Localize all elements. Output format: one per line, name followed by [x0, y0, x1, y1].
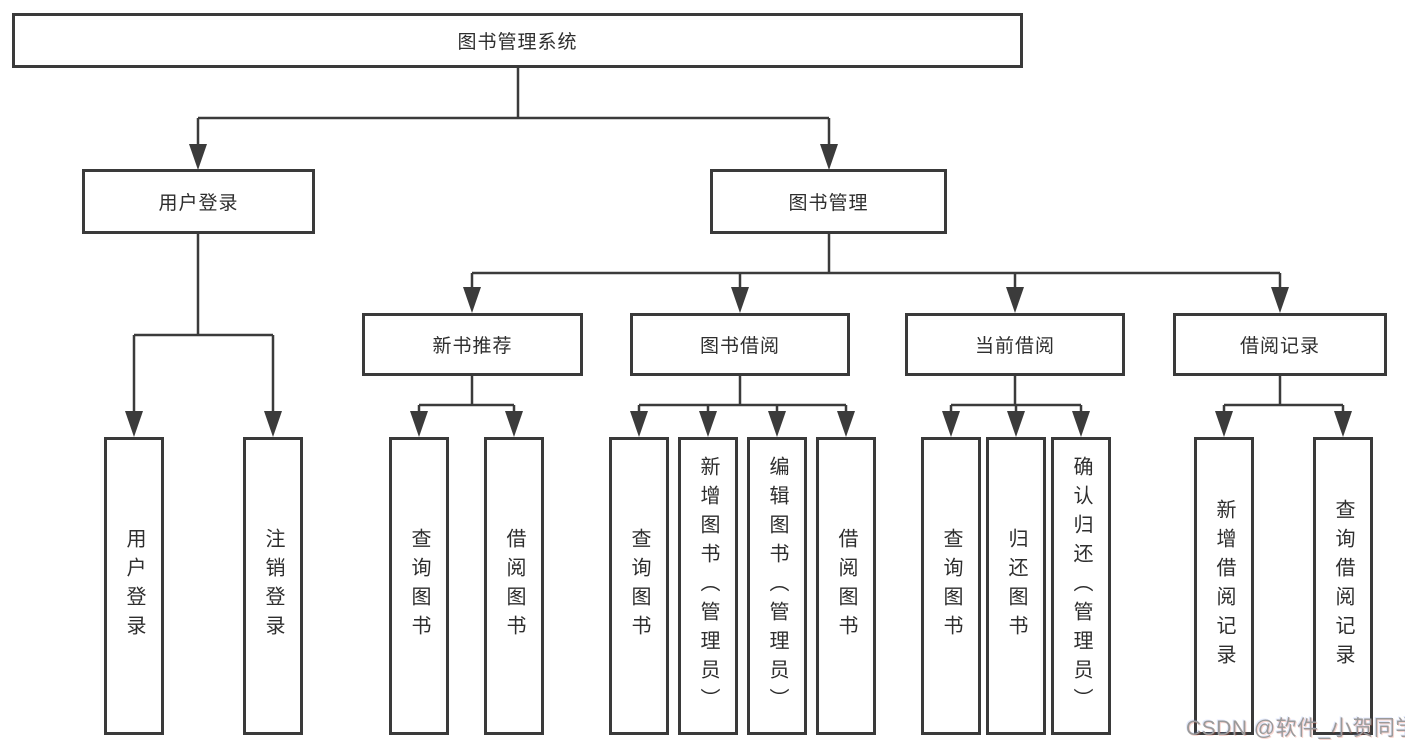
leaf-label: 查询图书	[940, 528, 962, 644]
csdn-watermark: CSDN @软件_小贺同学	[1186, 717, 1405, 740]
leaf-add-book-admin: 新增图书（管理员）	[678, 437, 738, 735]
leaf-label: 查询图书	[628, 528, 650, 644]
node-user-login: 用户登录	[82, 169, 315, 234]
leaf-label: 编辑图书（管理员）	[766, 455, 788, 717]
leaf-query-books-recommend: 查询图书	[389, 437, 449, 735]
leaf-query-books-current: 查询图书	[921, 437, 981, 735]
leaf-query-books-borrowing: 查询图书	[609, 437, 669, 735]
leaf-label: 查询图书	[408, 528, 430, 644]
leaf-label: 注销登录	[262, 528, 284, 644]
leaf-confirm-return-admin: 确认归还（管理员）	[1051, 437, 1111, 735]
leaf-label: 借阅图书	[503, 528, 525, 644]
node-borrowing-records: 借阅记录	[1173, 313, 1387, 376]
leaf-return-book: 归还图书	[986, 437, 1046, 735]
leaf-label: 用户登录	[123, 528, 145, 644]
node-book-borrowing: 图书借阅	[630, 313, 850, 376]
node-new-book-recommend: 新书推荐	[362, 313, 583, 376]
leaf-label: 查询借阅记录	[1332, 499, 1354, 673]
leaf-edit-book-admin: 编辑图书（管理员）	[747, 437, 807, 735]
leaf-query-borrow-record: 查询借阅记录	[1313, 437, 1373, 735]
leaf-label: 确认归还（管理员）	[1070, 455, 1092, 717]
leaf-label: 新增借阅记录	[1213, 499, 1235, 673]
leaf-label: 借阅图书	[835, 528, 857, 644]
leaf-user-login: 用户登录	[104, 437, 164, 735]
node-book-management: 图书管理	[710, 169, 947, 234]
node-root: 图书管理系统	[12, 13, 1023, 68]
leaf-label: 新增图书（管理员）	[697, 455, 719, 717]
leaf-borrow-books: 借阅图书	[816, 437, 876, 735]
leaf-borrow-books-recommend: 借阅图书	[484, 437, 544, 735]
leaf-label: 归还图书	[1005, 528, 1027, 644]
leaf-logout: 注销登录	[243, 437, 303, 735]
node-current-borrowing: 当前借阅	[905, 313, 1125, 376]
leaf-add-borrow-record: 新增借阅记录	[1194, 437, 1254, 735]
